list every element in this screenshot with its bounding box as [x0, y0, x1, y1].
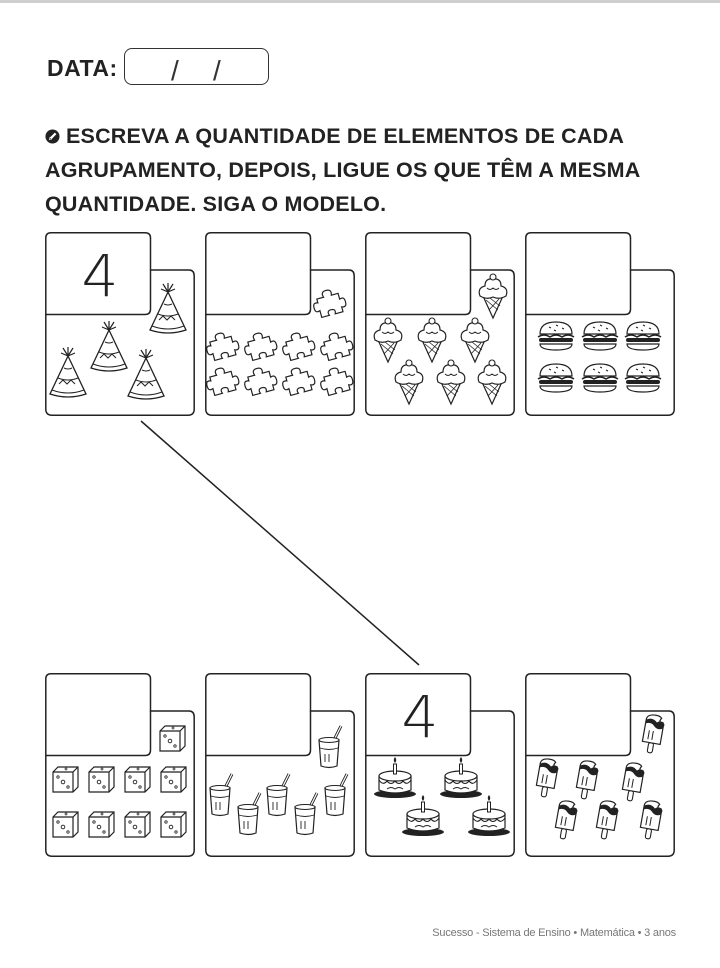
instruction: ESCREVA A QUANTIDADE DE ELEMENTOS DE CAD…	[45, 119, 685, 221]
instruction-text: ESCREVA A QUANTIDADE DE ELEMENTOS DE CAD…	[45, 124, 640, 216]
card-dice	[45, 673, 195, 857]
date-slash: /	[213, 55, 221, 86]
card-party-hats: 4	[45, 232, 195, 416]
card-frame	[45, 673, 195, 857]
date-field[interactable]: / /	[124, 48, 269, 86]
date-slash: /	[171, 55, 179, 86]
card-frame	[205, 232, 355, 416]
footer-text: Sucesso - Sistema de Ensino • Matemática…	[432, 927, 676, 939]
pencil-circle-icon	[45, 129, 60, 144]
answer-box[interactable]: 4	[401, 682, 439, 751]
date-label: DATA:	[47, 55, 118, 81]
card-popsicles	[525, 673, 675, 857]
card-birthday-cakes: 4	[365, 673, 515, 857]
card-juice-glasses	[205, 673, 355, 857]
card-puzzle-pieces	[205, 232, 355, 416]
card-hamburgers	[525, 232, 675, 416]
card-frame	[45, 232, 195, 416]
top-rule	[0, 0, 720, 3]
answer-box[interactable]: 4	[81, 241, 119, 310]
card-ice-creams	[365, 232, 515, 416]
